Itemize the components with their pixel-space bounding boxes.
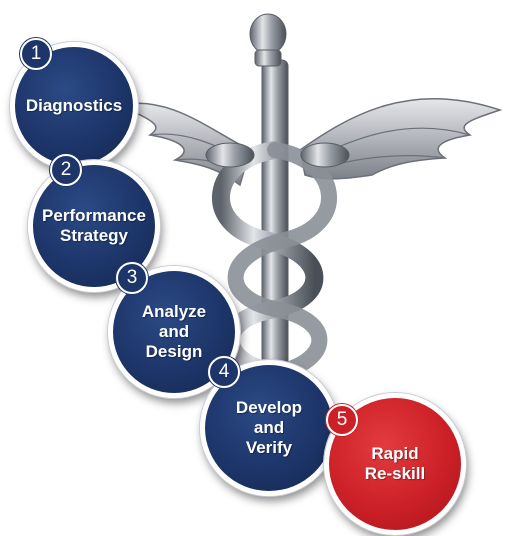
step-1-label: Diagnostics [25,96,123,115]
step-2-label: Performance Strategy [42,206,146,245]
step-2-number: 2 [50,154,82,186]
step-4-label: Develop and Verify [235,398,303,457]
step-5-label: Rapid Re-skill [364,444,426,483]
step-5-number: 5 [326,404,358,436]
step-1-number: 1 [20,38,52,70]
step-5-circle: Rapid Re-skill [324,393,466,535]
step-3-label: Analyze and Design [141,302,207,361]
step-3-number: 3 [116,262,148,294]
step-4-number: 4 [208,356,240,388]
